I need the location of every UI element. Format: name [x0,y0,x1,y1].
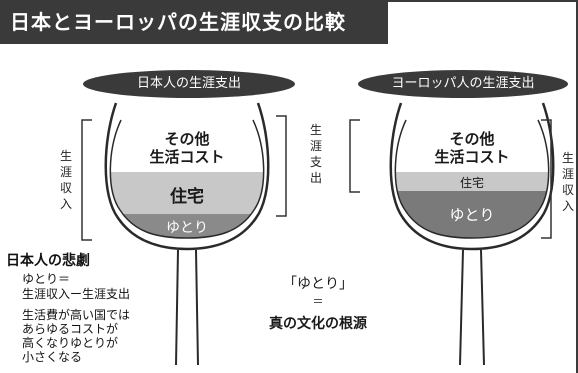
japan-other-costs-line1: その他 [164,130,210,148]
europe-margin-label: ゆとり [449,206,495,224]
japan-other-costs-line2: 生活コスト [149,148,225,166]
europe-income-bracket [541,119,552,239]
notes-body-line1: 生活費が高い国では [22,308,131,322]
japan-income-label: 生涯収入 [59,149,72,211]
europe-bowl [389,102,555,251]
japan-housing-layer [110,172,264,214]
notes-body-line4: 小さくなる [22,350,83,364]
europe-income-label: 生涯収入 [561,151,574,213]
notes-heading: 日本人の悲劇 [6,253,90,269]
europe-other-costs-line2: 生活コスト [434,148,510,166]
notes-body-line3: 高くなりゆとりが [22,336,119,350]
notes-formula-line1: ゆとり＝ [22,272,71,286]
japan-stem [175,249,199,366]
europe-spending-bracket [349,119,360,193]
europe-spending-label: 生涯支出 [309,123,322,185]
japan-housing-label: 住宅 [170,187,204,207]
europe-housing-layer [395,172,549,191]
japan-income-bracket [81,119,92,241]
japan-spending-bracket [276,115,287,217]
japan-margin-label: ゆとり [166,220,208,236]
europe-housing-label: 住宅 [459,176,484,190]
notes-formula-line2: 生涯収入ー生涯支出 [22,287,131,301]
center-line2: ＝ [312,295,324,308]
center-line3: 真の文化の根源 [269,316,367,332]
japan-inner-line [109,119,265,239]
europe-inner-line [394,119,550,239]
center-line1: 「ゆとり」 [283,276,353,292]
europe-header: ヨーロッパ人の生涯支出 [358,70,568,98]
notes-body-line2: あらゆるコストが [22,322,119,336]
japan-bowl [104,102,270,251]
europe-other-costs-line1: その他 [449,130,495,148]
japan-header: 日本人の生涯支出 [83,70,295,98]
page-title: 日本とヨーロッパの生涯収支の比較 [0,0,388,44]
europe-stem [459,249,485,366]
